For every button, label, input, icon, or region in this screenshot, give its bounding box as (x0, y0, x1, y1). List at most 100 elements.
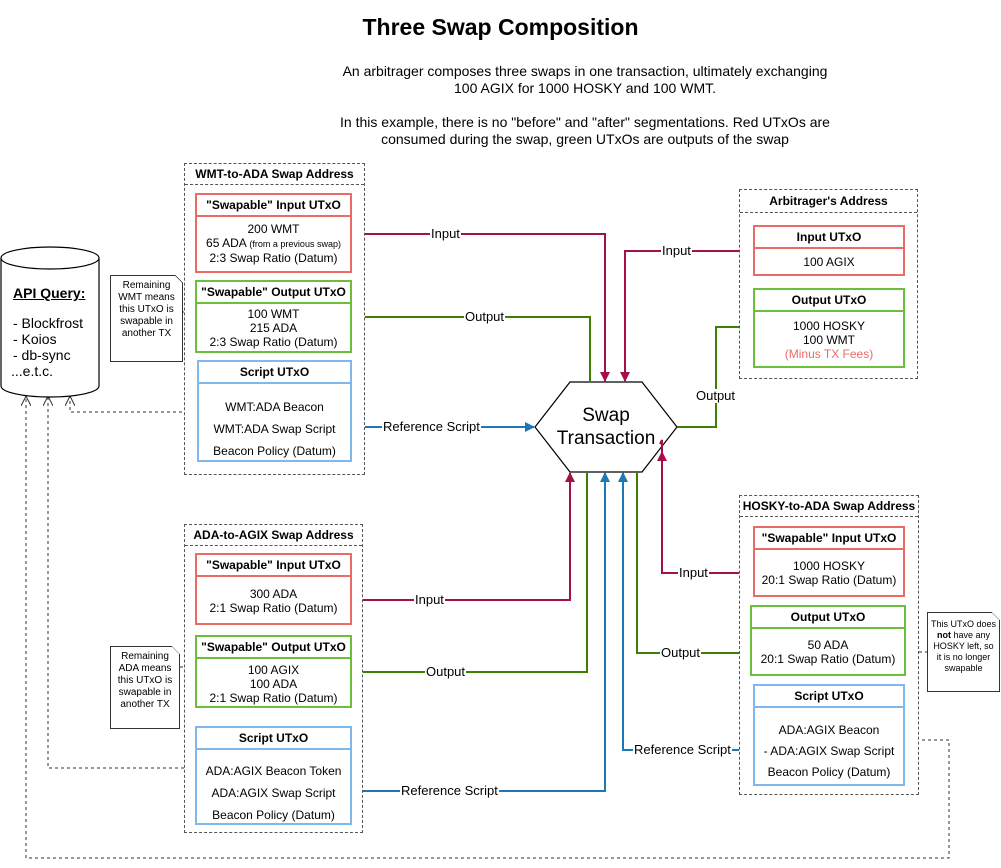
utxo-line: ADA:AGIX Beacon (778, 723, 880, 737)
description-line: In this example, there is no "before" an… (340, 114, 830, 130)
edge-label-ada-ref: Reference Script (400, 783, 499, 798)
note-line: Remaining (121, 651, 169, 662)
edge-dash-ada-script (48, 397, 196, 769)
edge-arb-input (620, 250, 755, 382)
hosky-input-utxo: "Swapable" Input UTxO 1000 HOSKY 20:1 Sw… (753, 526, 905, 597)
edge-label-arb-output: Output (695, 388, 737, 403)
utxo-line: ADA:AGIX Beacon Token (205, 764, 342, 778)
utxo-line: 100 WMT (802, 333, 855, 347)
ada-script-utxo: Script UTxO ADA:AGIX Beacon Token ADA:AG… (195, 726, 352, 825)
utxo-title: Input UTxO (755, 227, 903, 249)
note-line: swapable in (120, 316, 173, 327)
note-line: This UTxO does (930, 619, 997, 629)
utxo-line: - ADA:AGIX Swap Script (763, 744, 895, 758)
note-emphasis: not (936, 630, 951, 640)
utxo-title: Output UTxO (755, 290, 903, 312)
edge-ada-ref (337, 472, 610, 792)
utxo-title: "Swapable" Input UTxO (755, 528, 903, 550)
utxo-line: 2:1 Swap Ratio (Datum) (209, 691, 338, 705)
utxo-line: 2:3 Swap Ratio (Datum) (209, 335, 338, 349)
swap-transaction: Swap Transaction (553, 404, 659, 450)
group-title: WMT-to-ADA Swap Address (185, 164, 364, 185)
edge-label-wmt-input: Input (430, 226, 461, 241)
utxo-line: 20:1 Swap Ratio (Datum) (760, 652, 896, 666)
swap-transaction-line: Swap (582, 405, 630, 426)
note-line: swapable (944, 663, 983, 673)
utxo-title: "Swapable" Input UTxO (197, 195, 350, 217)
note-fold-icon (172, 646, 180, 654)
wmt-output-utxo: "Swapable" Output UTxO 100 WMT 215 ADA 2… (195, 280, 352, 353)
group-title: ADA-to-AGIX Swap Address (185, 525, 362, 546)
description-line: An arbitrager composes three swaps in on… (342, 63, 828, 79)
note-ada-remaining: Remaining ADA means this UTxO is swapabl… (110, 646, 180, 729)
edge-ada-input (351, 472, 575, 601)
note-line: ADA means (118, 663, 172, 674)
arb-output-utxo: Output UTxO 1000 HOSKY 100 WMT (Minus TX… (753, 288, 905, 368)
wmt-input-utxo: "Swapable" Input UTxO 200 WMT 65 ADA (fr… (195, 193, 352, 273)
utxo-title: Script UTxO (755, 686, 903, 708)
edge-dash-wmt-script (70, 397, 200, 413)
api-query: API Query: - Blockfrost - Koios - db-syn… (11, 285, 101, 379)
edge-hosky-ref (618, 472, 744, 751)
note-line: HOSKY left, so (933, 641, 994, 651)
api-query-title: API Query: (13, 285, 86, 301)
edge-label-arb-input: Input (661, 243, 692, 258)
edge-label-hosky-ref: Reference Script (633, 742, 732, 757)
edge-label-wmt-ref: Reference Script (382, 419, 481, 434)
hosky-output-utxo: Output UTxO 50 ADA 20:1 Swap Ratio (Datu… (750, 605, 906, 676)
note-wmt-remaining: Remaining WMT means this UTxO is swapabl… (110, 275, 183, 362)
utxo-line: WMT:ADA Swap Script (213, 422, 336, 436)
edge-label-ada-output: Output (425, 664, 467, 679)
utxo-line: 50 ADA (807, 638, 849, 652)
utxo-line: Beacon Policy (Datum) (213, 444, 336, 458)
utxo-line: 200 WMT (247, 222, 300, 236)
note-line: another TX (120, 699, 170, 710)
utxo-line: 100 AGIX (803, 255, 855, 269)
group-title: Arbitrager's Address (740, 190, 917, 213)
ada-input-utxo: "Swapable" Input UTxO 300 ADA 2:1 Swap R… (195, 553, 352, 625)
utxo-line: 1000 HOSKY (792, 559, 866, 573)
utxo-title: Output UTxO (752, 607, 904, 629)
utxo-line: (Minus TX Fees) (784, 347, 874, 361)
utxo-line: ADA:AGIX Swap Script (211, 786, 336, 800)
api-item: ...e.t.c. (11, 363, 54, 379)
description: An arbitrager composes three swaps in on… (325, 63, 845, 148)
edge-wmt-input (351, 233, 610, 382)
utxo-line: WMT:ADA Beacon (225, 400, 324, 414)
note-line: it is no longer (936, 652, 991, 662)
swap-transaction-line: Transaction (556, 428, 656, 449)
utxo-title: Script UTxO (199, 362, 350, 384)
group-title: HOSKY-to-ADA Swap Address (740, 496, 918, 517)
edge-ada-output (352, 472, 588, 677)
api-item: - Koios (13, 331, 57, 347)
utxo-line: 100 AGIX (247, 663, 300, 677)
api-item: - Blockfrost (13, 315, 84, 331)
edge-wmt-output (352, 312, 591, 382)
note-line: swapable in (118, 687, 172, 698)
api-item: - db-sync (13, 347, 71, 363)
utxo-title: "Swapable" Input UTxO (197, 555, 350, 577)
edge-hosky-output (636, 472, 749, 658)
wmt-script-utxo: Script UTxO WMT:ADA Beacon WMT:ADA Swap … (197, 360, 352, 462)
edge-label-wmt-output: Output (464, 309, 506, 324)
edge-label-hosky-input: Input (678, 565, 709, 580)
ada-output-utxo: "Swapable" Output UTxO 100 AGIX 100 ADA … (195, 635, 352, 708)
utxo-line: 215 ADA (249, 321, 298, 335)
utxo-title: Script UTxO (197, 728, 350, 750)
note-line: this UTxO is (117, 675, 173, 686)
edge-arb-output (677, 322, 754, 428)
utxo-title: "Swapable" Output UTxO (197, 637, 350, 659)
note-fold-icon (992, 612, 1000, 620)
edge-dash-hosky-script (26, 397, 950, 859)
utxo-line: 1000 HOSKY (792, 319, 866, 333)
description-line: 100 AGIX for 1000 HOSKY and 100 WMT. (454, 80, 716, 96)
utxo-line: 300 ADA (249, 587, 298, 601)
utxo-title: "Swapable" Output UTxO (197, 282, 350, 304)
utxo-line: 100 ADA (249, 677, 298, 691)
utxo-line: 100 WMT (247, 307, 300, 321)
note-hosky-not-swapable: This UTxO does not have any HOSKY left, … (927, 612, 1000, 692)
utxo-line: 2:1 Swap Ratio (Datum) (209, 601, 338, 615)
note-line: another TX (121, 328, 172, 339)
note-line: WMT means (118, 292, 175, 303)
page-title: Three Swap Composition (362, 14, 639, 40)
